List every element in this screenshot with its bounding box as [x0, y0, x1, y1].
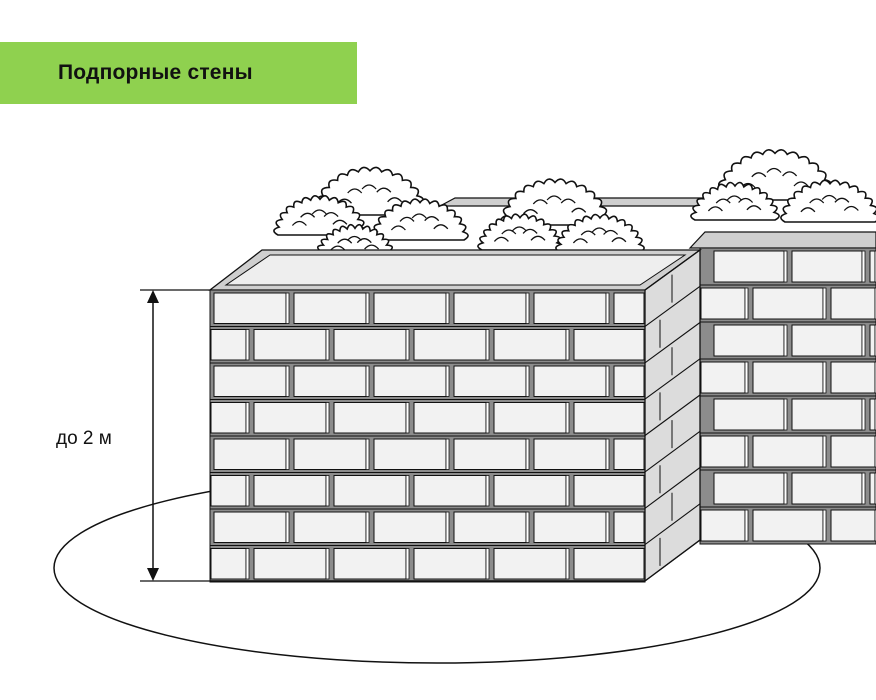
double-arrow-icon	[140, 289, 210, 582]
right-wall	[688, 231, 876, 545]
title-banner: Подпорные стены	[0, 42, 357, 104]
bush-icon	[273, 149, 876, 273]
front-wall	[208, 248, 702, 583]
wall-side-face	[644, 248, 701, 583]
page-title: Подпорные стены	[58, 61, 253, 84]
height-label: до 2 м	[56, 428, 112, 449]
